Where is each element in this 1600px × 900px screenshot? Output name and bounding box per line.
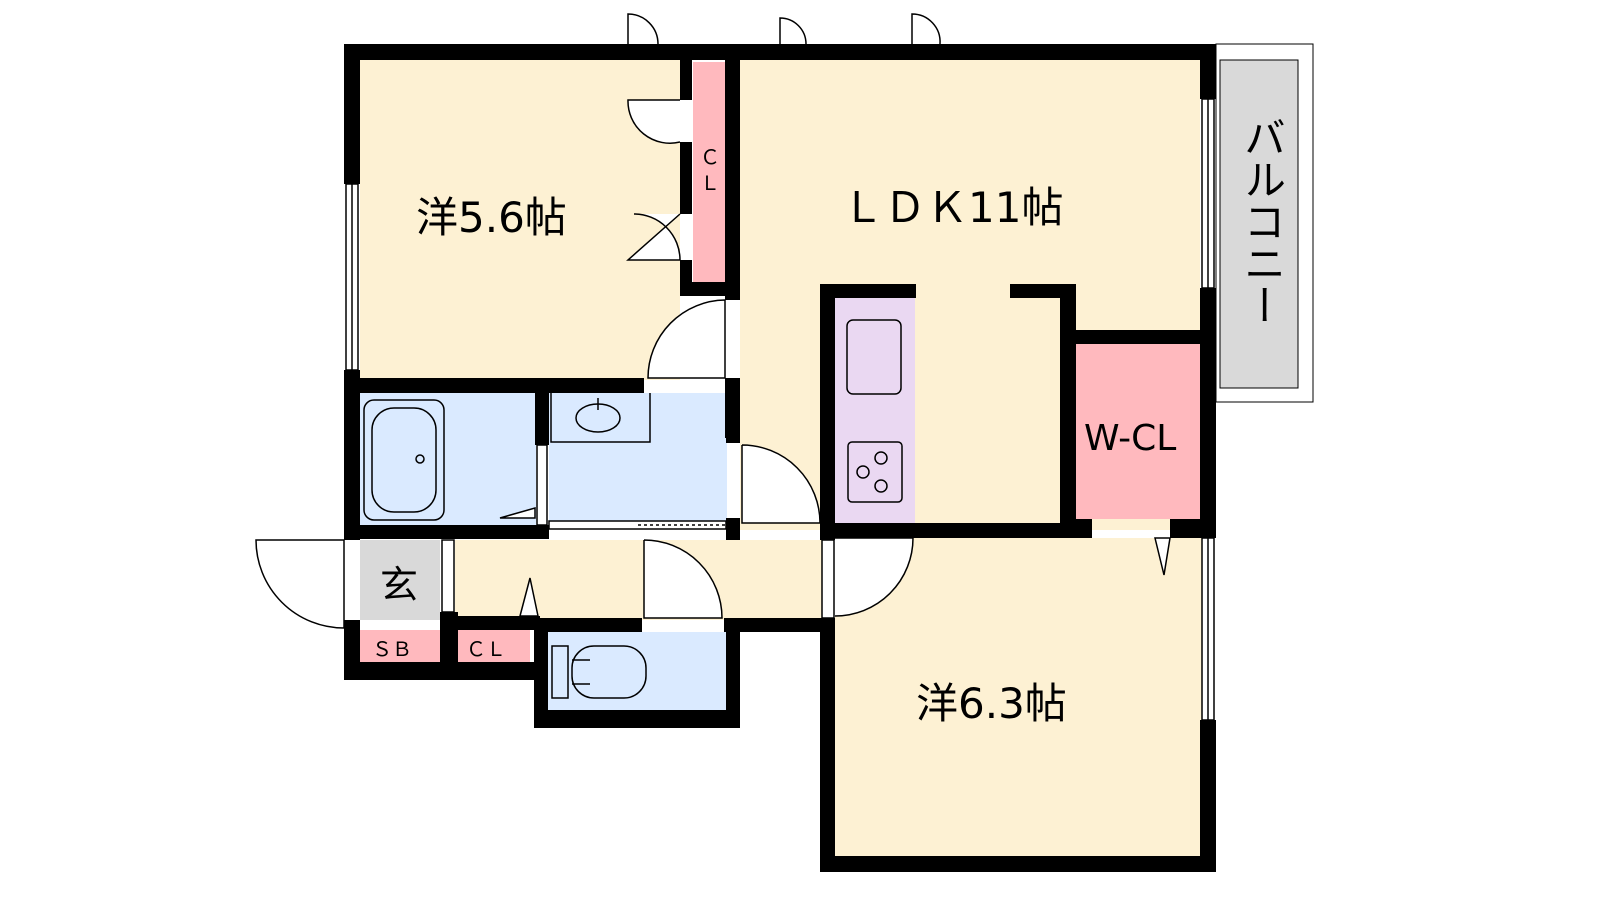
balcony-floor xyxy=(1219,59,1299,389)
label-walk-in-closet: W-CL xyxy=(1084,418,1176,459)
door-toilet xyxy=(643,539,723,619)
western-room-2-floor xyxy=(835,538,1205,856)
doors xyxy=(255,13,1171,629)
wall-room1-ldk xyxy=(725,60,740,300)
closet-hall-floor xyxy=(458,630,530,662)
label-western-room-1: 洋5.6帖 xyxy=(416,193,567,242)
windows xyxy=(345,98,1215,721)
wall-top xyxy=(344,44,1216,60)
wall-wcl-bottom xyxy=(1060,519,1092,538)
washbasin-counter xyxy=(550,393,651,443)
wall-left-upper xyxy=(344,44,360,184)
door-wash xyxy=(548,520,727,530)
wall-toilet-right xyxy=(726,618,740,728)
label-western-room-2: 洋6.3帖 xyxy=(916,679,1067,728)
door-hall-ldk xyxy=(821,539,835,619)
wall-ldk-bottom xyxy=(820,523,1076,538)
door-cl-1 xyxy=(627,99,681,144)
wall-right-mid xyxy=(1200,288,1216,538)
label-closet-room1-c: Ｃ xyxy=(700,145,720,169)
label-closet-hall: ＣＬ xyxy=(466,637,506,661)
wall-bath-bottom xyxy=(344,525,549,539)
wall-room2-bottom xyxy=(820,856,1216,872)
entrance-floor xyxy=(360,540,440,620)
door-ldk xyxy=(741,444,821,524)
wall-hall-bottom xyxy=(724,618,835,632)
label-closet-room1-l: Ｌ xyxy=(700,171,720,195)
wall-wash-right xyxy=(726,393,740,443)
western-room-1-floor xyxy=(360,60,680,380)
label-ldk: ＬＤＫ11帖 xyxy=(842,183,1063,232)
door-hall-cl xyxy=(519,577,539,617)
door-top-2 xyxy=(779,17,807,45)
room-labels: 洋5.6帖 ＬＤＫ11帖 洋6.3帖 W-CL 玄 ＳＢ ＣＬ Ｃ Ｌ バルコニ… xyxy=(372,116,1287,728)
door-room2 xyxy=(834,537,914,617)
wall-wcl-left xyxy=(1060,284,1076,538)
wall-cl-bottom xyxy=(680,282,738,296)
fixtures xyxy=(363,319,903,699)
door-wcl xyxy=(1154,537,1171,576)
bathroom-floor xyxy=(360,393,536,525)
wall-right-upper xyxy=(1200,44,1216,99)
burner-3 xyxy=(874,479,888,493)
wall-kitchen-top xyxy=(820,284,916,298)
wall-cl-left-mid xyxy=(680,142,692,214)
door-bath xyxy=(536,444,548,526)
door-top-3 xyxy=(911,13,941,45)
wall-toilet-top xyxy=(540,618,642,632)
bathtub-outer xyxy=(363,399,445,521)
wall-right-lower xyxy=(1200,720,1216,870)
wall-bath-wash xyxy=(535,393,549,445)
wall-wcl-stub xyxy=(1010,284,1075,298)
wall-cl-divider-top xyxy=(440,616,540,630)
door-top-1 xyxy=(627,13,659,45)
floor-fills xyxy=(360,43,1314,856)
toilet-tank xyxy=(551,645,569,699)
wall-left-mid xyxy=(344,370,360,540)
toilet-seat xyxy=(571,645,647,699)
bathtub-drain xyxy=(415,454,425,464)
door-entrance xyxy=(255,539,345,629)
label-shoe-box: ＳＢ xyxy=(372,637,412,661)
walls xyxy=(344,44,1216,872)
wall-toilet-bottom xyxy=(534,710,740,728)
bathtub-inner xyxy=(371,407,437,513)
door-entrance-step xyxy=(441,539,455,613)
wall-room2-left xyxy=(820,620,835,870)
wall-toilet-left xyxy=(534,618,548,728)
door-cl-2 xyxy=(626,213,681,261)
kitchen-stove xyxy=(847,441,903,503)
wall-wcl-top xyxy=(1060,330,1216,344)
kitchen-sink xyxy=(846,319,902,395)
label-entrance: 玄 xyxy=(380,563,418,607)
hallway-floor xyxy=(455,540,825,620)
label-balcony: バルコニー xyxy=(1238,116,1287,326)
wall-cl-left xyxy=(680,60,692,100)
wall-wcl-bottom-right xyxy=(1170,519,1216,538)
wall-wash-bottom xyxy=(726,525,740,539)
walk-in-closet-floor xyxy=(1076,344,1201,519)
door-room1 xyxy=(647,299,726,379)
toilet-floor xyxy=(548,632,726,710)
wall-kitchen-left xyxy=(820,284,835,540)
wall-room1-bottom xyxy=(344,378,644,393)
shoe-box-floor xyxy=(360,630,440,662)
burner-1 xyxy=(874,451,888,465)
closet-room1-floor xyxy=(693,62,725,282)
burner-2 xyxy=(856,465,870,479)
washroom-floor xyxy=(549,393,727,525)
